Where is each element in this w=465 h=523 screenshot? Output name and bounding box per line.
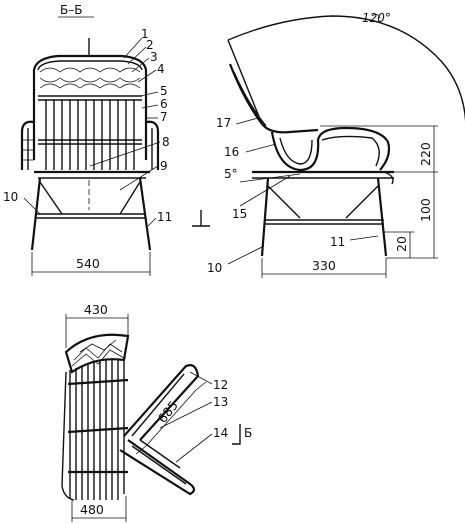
back-frame-inner <box>37 60 143 71</box>
top-back-weave <box>71 339 125 367</box>
part-label-10: 10 <box>3 190 18 204</box>
side-armrest <box>270 126 391 172</box>
top-body-bands <box>67 378 129 474</box>
side-armrest-inner-2 <box>321 135 380 167</box>
dim-top-diag: 685 <box>155 398 182 426</box>
side-leaders <box>227 117 379 265</box>
part-label-1: 1 <box>141 27 149 41</box>
side-armrest-inner <box>279 137 313 165</box>
right-brace <box>119 181 141 215</box>
dim-top-front: 480 <box>80 502 104 517</box>
part-label-13: 13 <box>213 395 228 409</box>
seat-nose <box>383 171 394 185</box>
part-label-5: 5 <box>160 84 168 98</box>
dim-330-lines <box>261 258 387 278</box>
dim-front-width: 540 <box>76 256 100 271</box>
left-brace <box>39 181 63 215</box>
part-label-15: 15 <box>232 207 247 221</box>
dim-h100: 100 <box>418 198 433 222</box>
part-label-17: 17 <box>216 116 231 130</box>
part-label-16: 16 <box>224 145 239 159</box>
side-brace-right <box>345 185 379 219</box>
part-label-11-side: 11 <box>330 235 345 249</box>
front-leaders <box>23 37 161 227</box>
part-label-7: 7 <box>160 110 168 124</box>
part-label-11: 11 <box>157 210 172 224</box>
part-label-2: 2 <box>146 38 154 52</box>
tilt-line <box>239 173 301 183</box>
top-arm-upper-inner <box>131 373 185 437</box>
dim-h220: 220 <box>418 142 433 166</box>
dim-685-lines <box>135 381 207 455</box>
part-label-10-side: 10 <box>207 261 222 275</box>
top-view: 430 <box>61 302 252 522</box>
back-vertical-rods <box>45 100 135 170</box>
dim-side-depth: 330 <box>312 258 336 273</box>
side-front-leg <box>376 177 388 257</box>
part-label-4: 4 <box>157 62 165 76</box>
side-view: 120° 5° 220 100 20 <box>207 11 465 278</box>
side-backrest-inner <box>233 71 267 127</box>
part-label-6: 6 <box>160 97 168 111</box>
dim-h20: 20 <box>394 236 409 252</box>
side-brace-left <box>267 185 301 219</box>
angle-120: 120° <box>362 11 391 25</box>
angle-mark-120 <box>371 14 381 19</box>
front-view: Б–Б <box>3 3 210 276</box>
top-arm-lower-inner <box>131 445 187 485</box>
back-frame <box>32 54 148 160</box>
part-label-3: 3 <box>150 50 158 64</box>
side-backrest <box>228 63 319 134</box>
right-arm <box>145 120 160 170</box>
top-body-outline <box>61 371 75 501</box>
section-symbol-top <box>232 424 241 445</box>
angle-5: 5° <box>224 167 238 181</box>
swing-ray <box>227 39 263 125</box>
left-arm <box>20 120 35 170</box>
section-symbol-front <box>192 210 210 227</box>
part-label-12: 12 <box>213 378 228 392</box>
woven-top-band <box>39 67 141 89</box>
part-label-9: 9 <box>160 159 168 173</box>
dim-480-lines <box>71 496 127 522</box>
left-arm-weave <box>22 139 34 161</box>
section-mark-b: Б <box>244 426 252 440</box>
top-leaders <box>159 371 213 463</box>
dim-430-lines <box>65 314 129 348</box>
side-rear-leg <box>260 177 270 257</box>
top-back-end <box>64 333 130 374</box>
swing-arc <box>227 15 465 122</box>
dim-540-lines <box>31 252 151 276</box>
section-label: Б–Б <box>60 3 82 17</box>
top-arm-lower <box>119 439 196 496</box>
side-dim-lines <box>320 125 438 259</box>
dim-top-back: 430 <box>84 302 108 317</box>
part-label-8: 8 <box>162 135 170 149</box>
part-label-14: 14 <box>213 426 228 440</box>
